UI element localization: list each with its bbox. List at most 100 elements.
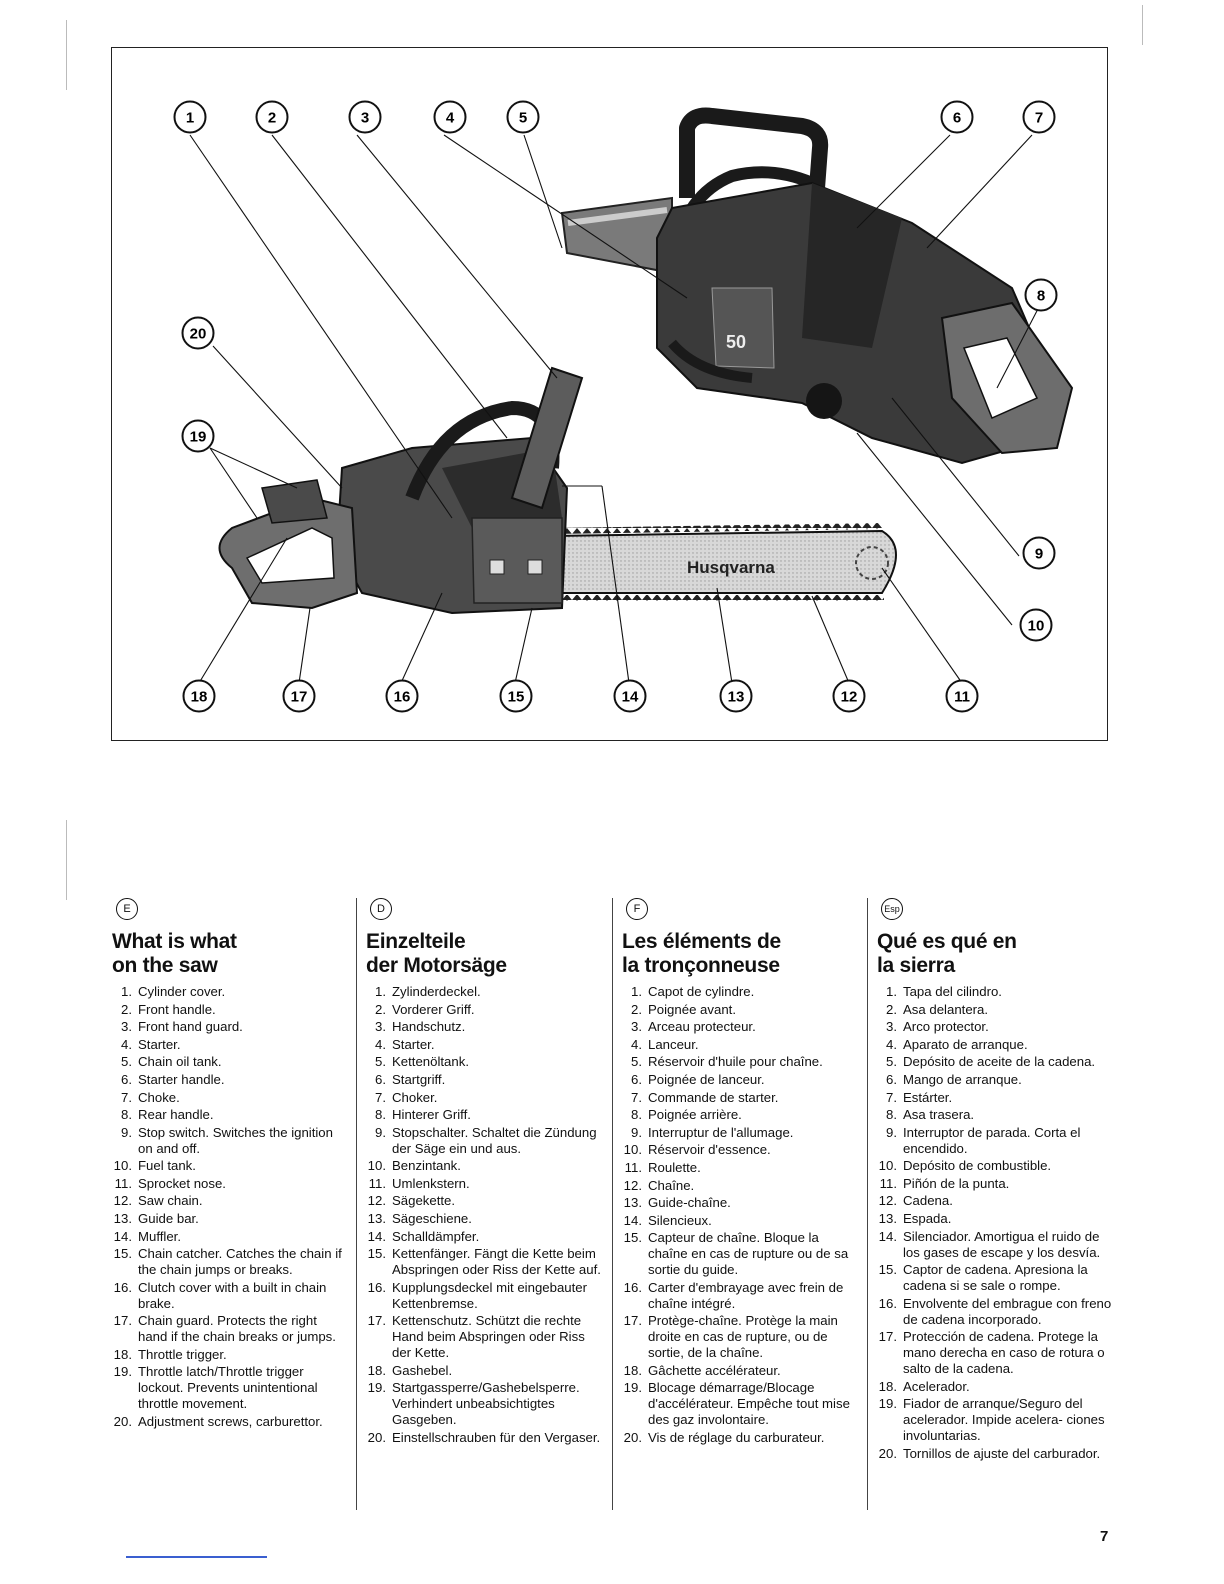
part-label: Umlenkstern. (392, 1175, 470, 1191)
part-number: 10. (878, 1158, 897, 1174)
part-number: 10. (113, 1158, 132, 1174)
part-label: Poignée arrière. (648, 1107, 742, 1123)
part-item: 6.Mango de arranque. (877, 1072, 1117, 1088)
part-label: Chaîne. (648, 1177, 695, 1193)
part-number: 18. (367, 1362, 386, 1378)
part-item: 2.Front handle. (112, 1002, 348, 1018)
part-item: 10. Fuel tank. (112, 1158, 348, 1174)
part-item: 14.Silenciador. Amortigua el ruido de lo… (877, 1229, 1117, 1261)
part-item: 4.Starter. (112, 1037, 348, 1053)
part-label: Chain catcher. Catches the chain if the … (138, 1246, 342, 1278)
part-number: 7. (886, 1089, 897, 1105)
part-item: 16.Carter d'embrayage avec frein de chaî… (622, 1280, 860, 1312)
part-number: 3. (886, 1019, 897, 1035)
part-item: 5.Chain oil tank. (112, 1054, 348, 1070)
brand-label: Husqvarna (687, 558, 775, 577)
part-number: 20. (878, 1445, 897, 1461)
svg-text:8: 8 (1037, 288, 1045, 305)
part-label: Capteur de chaîne. Bloque la chaîne en c… (648, 1230, 849, 1278)
part-item: 16.Kupplungsdeckel mit eingebauter Kette… (366, 1280, 606, 1312)
part-number: 5. (886, 1054, 897, 1070)
svg-text:14: 14 (622, 689, 639, 706)
part-item: 6.Startgriff. (366, 1072, 606, 1088)
part-item: 12.Cadena. (877, 1193, 1117, 1209)
callout-15: 15 (499, 679, 533, 713)
part-number: 3. (375, 1019, 386, 1035)
part-label: Captor de cadena. Apresiona la cadena si… (903, 1262, 1088, 1294)
margin-mark (1142, 5, 1143, 45)
part-label: Starter handle. (138, 1071, 225, 1087)
part-number: 15. (367, 1246, 386, 1262)
footer-rule (126, 1556, 267, 1558)
part-item: 1.Zylinderdeckel. (366, 984, 606, 1000)
part-number: 7. (375, 1089, 386, 1105)
model-label: 50 (726, 332, 746, 352)
part-label: Espada. (903, 1211, 952, 1227)
part-number: 2. (631, 1001, 642, 1017)
part-number: 14. (878, 1228, 897, 1244)
part-label: Kettenöltank. (392, 1054, 469, 1070)
part-item: 11.Umlenkstern. (366, 1176, 606, 1192)
part-label: Réservoir d'essence. (648, 1142, 771, 1158)
margin-mark (66, 20, 67, 90)
part-item: 18.Gâchette accélérateur. (622, 1363, 860, 1379)
part-label: Clutch cover with a built in chain brake… (138, 1279, 327, 1311)
part-label: Gashebel. (392, 1362, 453, 1378)
part-number: 11. (624, 1159, 642, 1175)
part-label: Benzintank. (392, 1158, 461, 1174)
part-number: 5. (631, 1054, 642, 1070)
callout-18: 18 (182, 679, 216, 713)
part-label: Lanceur. (648, 1036, 699, 1052)
callout-3: 3 (348, 100, 382, 134)
part-label: Piñón de la punta. (903, 1175, 1010, 1191)
part-number: 8. (631, 1107, 642, 1123)
part-label: Tornillos de ajuste del carburador. (903, 1445, 1101, 1461)
part-label: Fuel tank. (138, 1158, 196, 1174)
part-number: 9. (121, 1124, 132, 1140)
part-number: 17. (113, 1313, 132, 1329)
part-label: Carter d'embrayage avec frein de chaîne … (648, 1279, 844, 1311)
svg-text:7: 7 (1035, 110, 1043, 127)
part-number: 11. (879, 1175, 897, 1191)
part-label: Saw chain. (138, 1193, 203, 1209)
upper-chainsaw: 50 (560, 107, 1074, 465)
part-number: 15. (623, 1230, 642, 1246)
part-number: 4. (886, 1036, 897, 1052)
part-item: 7.Commande de starter. (622, 1090, 860, 1106)
part-item: 11.Sprocket nose. (112, 1176, 348, 1192)
part-item: 13.Espada. (877, 1211, 1117, 1227)
part-label: Startgriff. (392, 1071, 446, 1087)
callout-14: 14 (613, 679, 647, 713)
part-label: Acelerador. (903, 1378, 970, 1394)
parts-list: 1.Capot de cylindre.2.Poignée avant.3.Ar… (622, 984, 860, 1446)
part-item: 7. Estárter. (877, 1090, 1117, 1106)
part-label: Muffler. (138, 1228, 182, 1244)
callout-7: 7 (1022, 100, 1056, 134)
part-number: 14. (113, 1228, 132, 1244)
part-label: Sägekette. (392, 1193, 456, 1209)
part-number: 8. (886, 1107, 897, 1123)
svg-text:17: 17 (291, 689, 308, 706)
part-label: Silencieux. (648, 1212, 712, 1228)
language-badge: E (116, 898, 138, 920)
part-number: 10. (623, 1142, 642, 1158)
svg-text:3: 3 (361, 110, 369, 127)
part-label: Vorderer Griff. (392, 1001, 475, 1017)
callout-17: 17 (282, 679, 316, 713)
column-french: F Les éléments de la tronçonneuse 1.Capo… (622, 898, 860, 1447)
svg-text:15: 15 (508, 689, 525, 706)
svg-text:12: 12 (841, 689, 858, 706)
part-label: Vis de réglage du carburateur. (648, 1429, 825, 1445)
part-item: 19.Throttle latch/Throttle trigger locko… (112, 1364, 348, 1412)
part-item: 15. Capteur de chaîne. Bloque la chaîne e… (622, 1230, 860, 1278)
part-label: Rear handle. (138, 1107, 214, 1123)
part-number: 9. (375, 1124, 386, 1140)
part-label: Estárter. (903, 1089, 953, 1105)
part-item: 17.Kettenschutz. Schützt die rechte Hand… (366, 1313, 606, 1361)
part-number: 7. (121, 1089, 132, 1105)
part-number: 3. (121, 1019, 132, 1035)
part-label: Interruptor de parada. Corta el encendid… (903, 1124, 1081, 1156)
part-number: 4. (375, 1036, 386, 1052)
callout-markers: 1 2 3 4 5 6 7 8 9 10 20 19 18 17 16 15 1… (173, 100, 1058, 713)
column-divider (612, 898, 613, 1510)
